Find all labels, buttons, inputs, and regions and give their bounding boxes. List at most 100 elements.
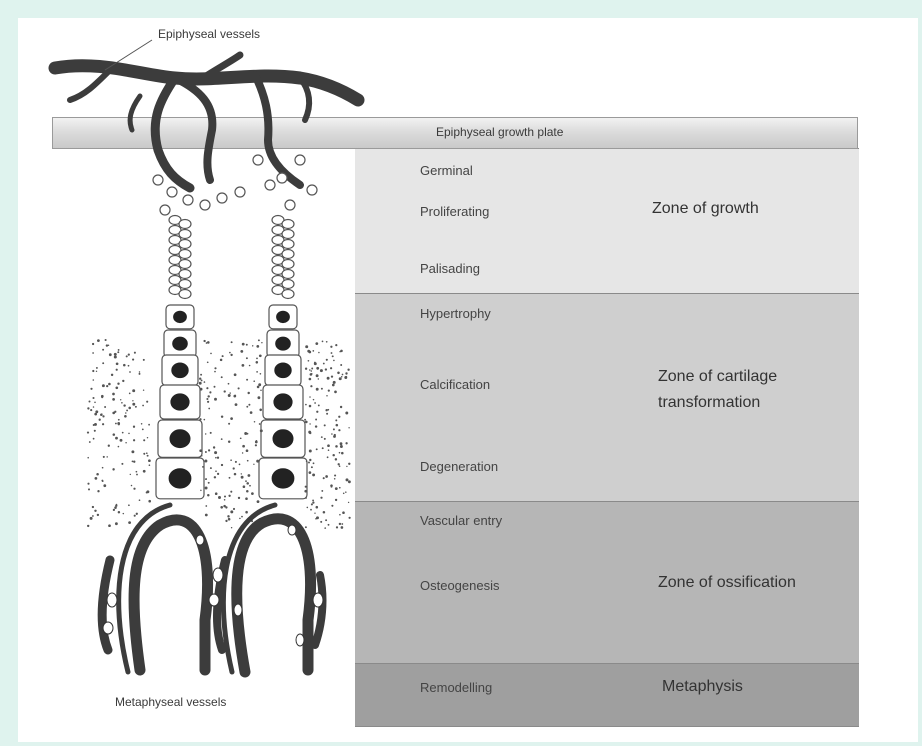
stipple-dot (321, 436, 323, 438)
stipple-dot (205, 478, 207, 480)
stipple-dot (111, 374, 113, 376)
stipple-dot (128, 407, 131, 410)
stipple-dot (241, 473, 242, 474)
stipple-dot (312, 499, 314, 501)
stipple-dot (320, 521, 322, 523)
stipple-dot (87, 457, 89, 459)
cell-nucleus (274, 394, 292, 410)
stipple-dot (325, 409, 327, 411)
cell-nucleus (173, 337, 187, 350)
stipple-dot (94, 402, 96, 404)
stipple-dot (224, 499, 226, 501)
stipple-dot (92, 506, 94, 508)
stipple-dot (115, 437, 118, 440)
stipple-dot (131, 485, 133, 487)
stipple-dot (314, 513, 315, 514)
stipple-dot (260, 390, 262, 392)
germinal-cell (307, 185, 317, 195)
stipple-dot (142, 405, 144, 407)
stipple-dot (305, 368, 307, 370)
stipple-dot (240, 350, 243, 353)
stipple-dot (316, 411, 318, 413)
germinal-cell (217, 193, 227, 203)
stipple-dot (256, 358, 258, 360)
stipple-dot (204, 381, 206, 383)
stipple-dot (318, 378, 319, 379)
stipple-dot (339, 452, 341, 454)
stipple-dot (105, 339, 107, 341)
stipple-dot (239, 518, 241, 520)
stipple-dot (309, 450, 312, 453)
stipple-dot (207, 395, 209, 397)
stipple-dot (108, 524, 111, 527)
stipple-dot (346, 466, 347, 467)
stipple-dot (247, 460, 249, 462)
stipple-dot (148, 500, 151, 503)
proliferating-cell (282, 240, 294, 249)
stipple-dot (214, 476, 216, 478)
stipple-dot (136, 474, 138, 476)
stipple-dot (103, 456, 105, 458)
stipple-dot (245, 511, 248, 514)
stipple-dot (305, 486, 307, 488)
stipple-dot (326, 341, 328, 343)
stipple-dot (87, 432, 89, 434)
stipple-dot (114, 353, 117, 356)
stipple-dot (339, 514, 341, 516)
stipple-dot (97, 490, 99, 492)
stipple-dot (235, 461, 237, 463)
stipple-dot (324, 527, 326, 529)
stipple-dot (254, 421, 256, 423)
stipple-dot (210, 353, 212, 355)
stipple-dot (231, 341, 233, 343)
stipple-dot (257, 500, 260, 503)
stipple-dot (328, 524, 330, 526)
stipple-dot (126, 355, 128, 357)
stipple-dot (206, 398, 208, 400)
stipple-dot (256, 371, 258, 373)
stipple-dot (207, 341, 210, 344)
stipple-dot (199, 382, 202, 385)
stipple-dot (330, 367, 332, 369)
stipple-dot (325, 475, 328, 478)
stipple-dot (143, 439, 145, 441)
stipple-dot (106, 385, 108, 387)
stipple-dot (228, 423, 230, 425)
stipple-dot (327, 444, 330, 447)
stipple-dot (147, 437, 148, 438)
stipple-dot (339, 523, 341, 525)
stipple-dot (336, 526, 338, 528)
stipple-dot (333, 360, 335, 362)
stipple-dot (345, 491, 347, 493)
stipple-dot (214, 451, 217, 454)
stipple-dot (230, 459, 232, 461)
zone-metaphysis-label: Metaphysis (662, 676, 743, 698)
stipple-dot (204, 419, 206, 421)
stipple-dot (99, 419, 101, 421)
stipple-dot (304, 419, 306, 421)
stipple-dot (309, 471, 312, 474)
stipple-dot (336, 424, 339, 427)
stipple-dot (334, 391, 337, 394)
proliferating-cell (282, 260, 294, 269)
stipple-dot (335, 499, 337, 501)
stipple-dot (112, 393, 115, 396)
stipple-dot (132, 400, 133, 401)
stipple-dot (89, 401, 91, 403)
stipple-dot (234, 373, 237, 376)
stipple-dot (309, 423, 310, 424)
stipple-dot (316, 374, 319, 377)
stipple-dot (233, 508, 235, 510)
stipple-dot (136, 513, 138, 515)
stipple-dot (200, 388, 203, 391)
stipple-dot (225, 520, 227, 522)
stipple-dot (94, 510, 96, 512)
stipple-dot (234, 473, 237, 476)
stipple-dot (335, 344, 337, 346)
stipple-dot (113, 509, 115, 511)
stipple-dot (139, 499, 141, 501)
cell-nucleus (272, 469, 294, 488)
stipple-dot (108, 383, 111, 386)
stipple-dot (132, 460, 134, 462)
stipple-dot (202, 466, 204, 468)
